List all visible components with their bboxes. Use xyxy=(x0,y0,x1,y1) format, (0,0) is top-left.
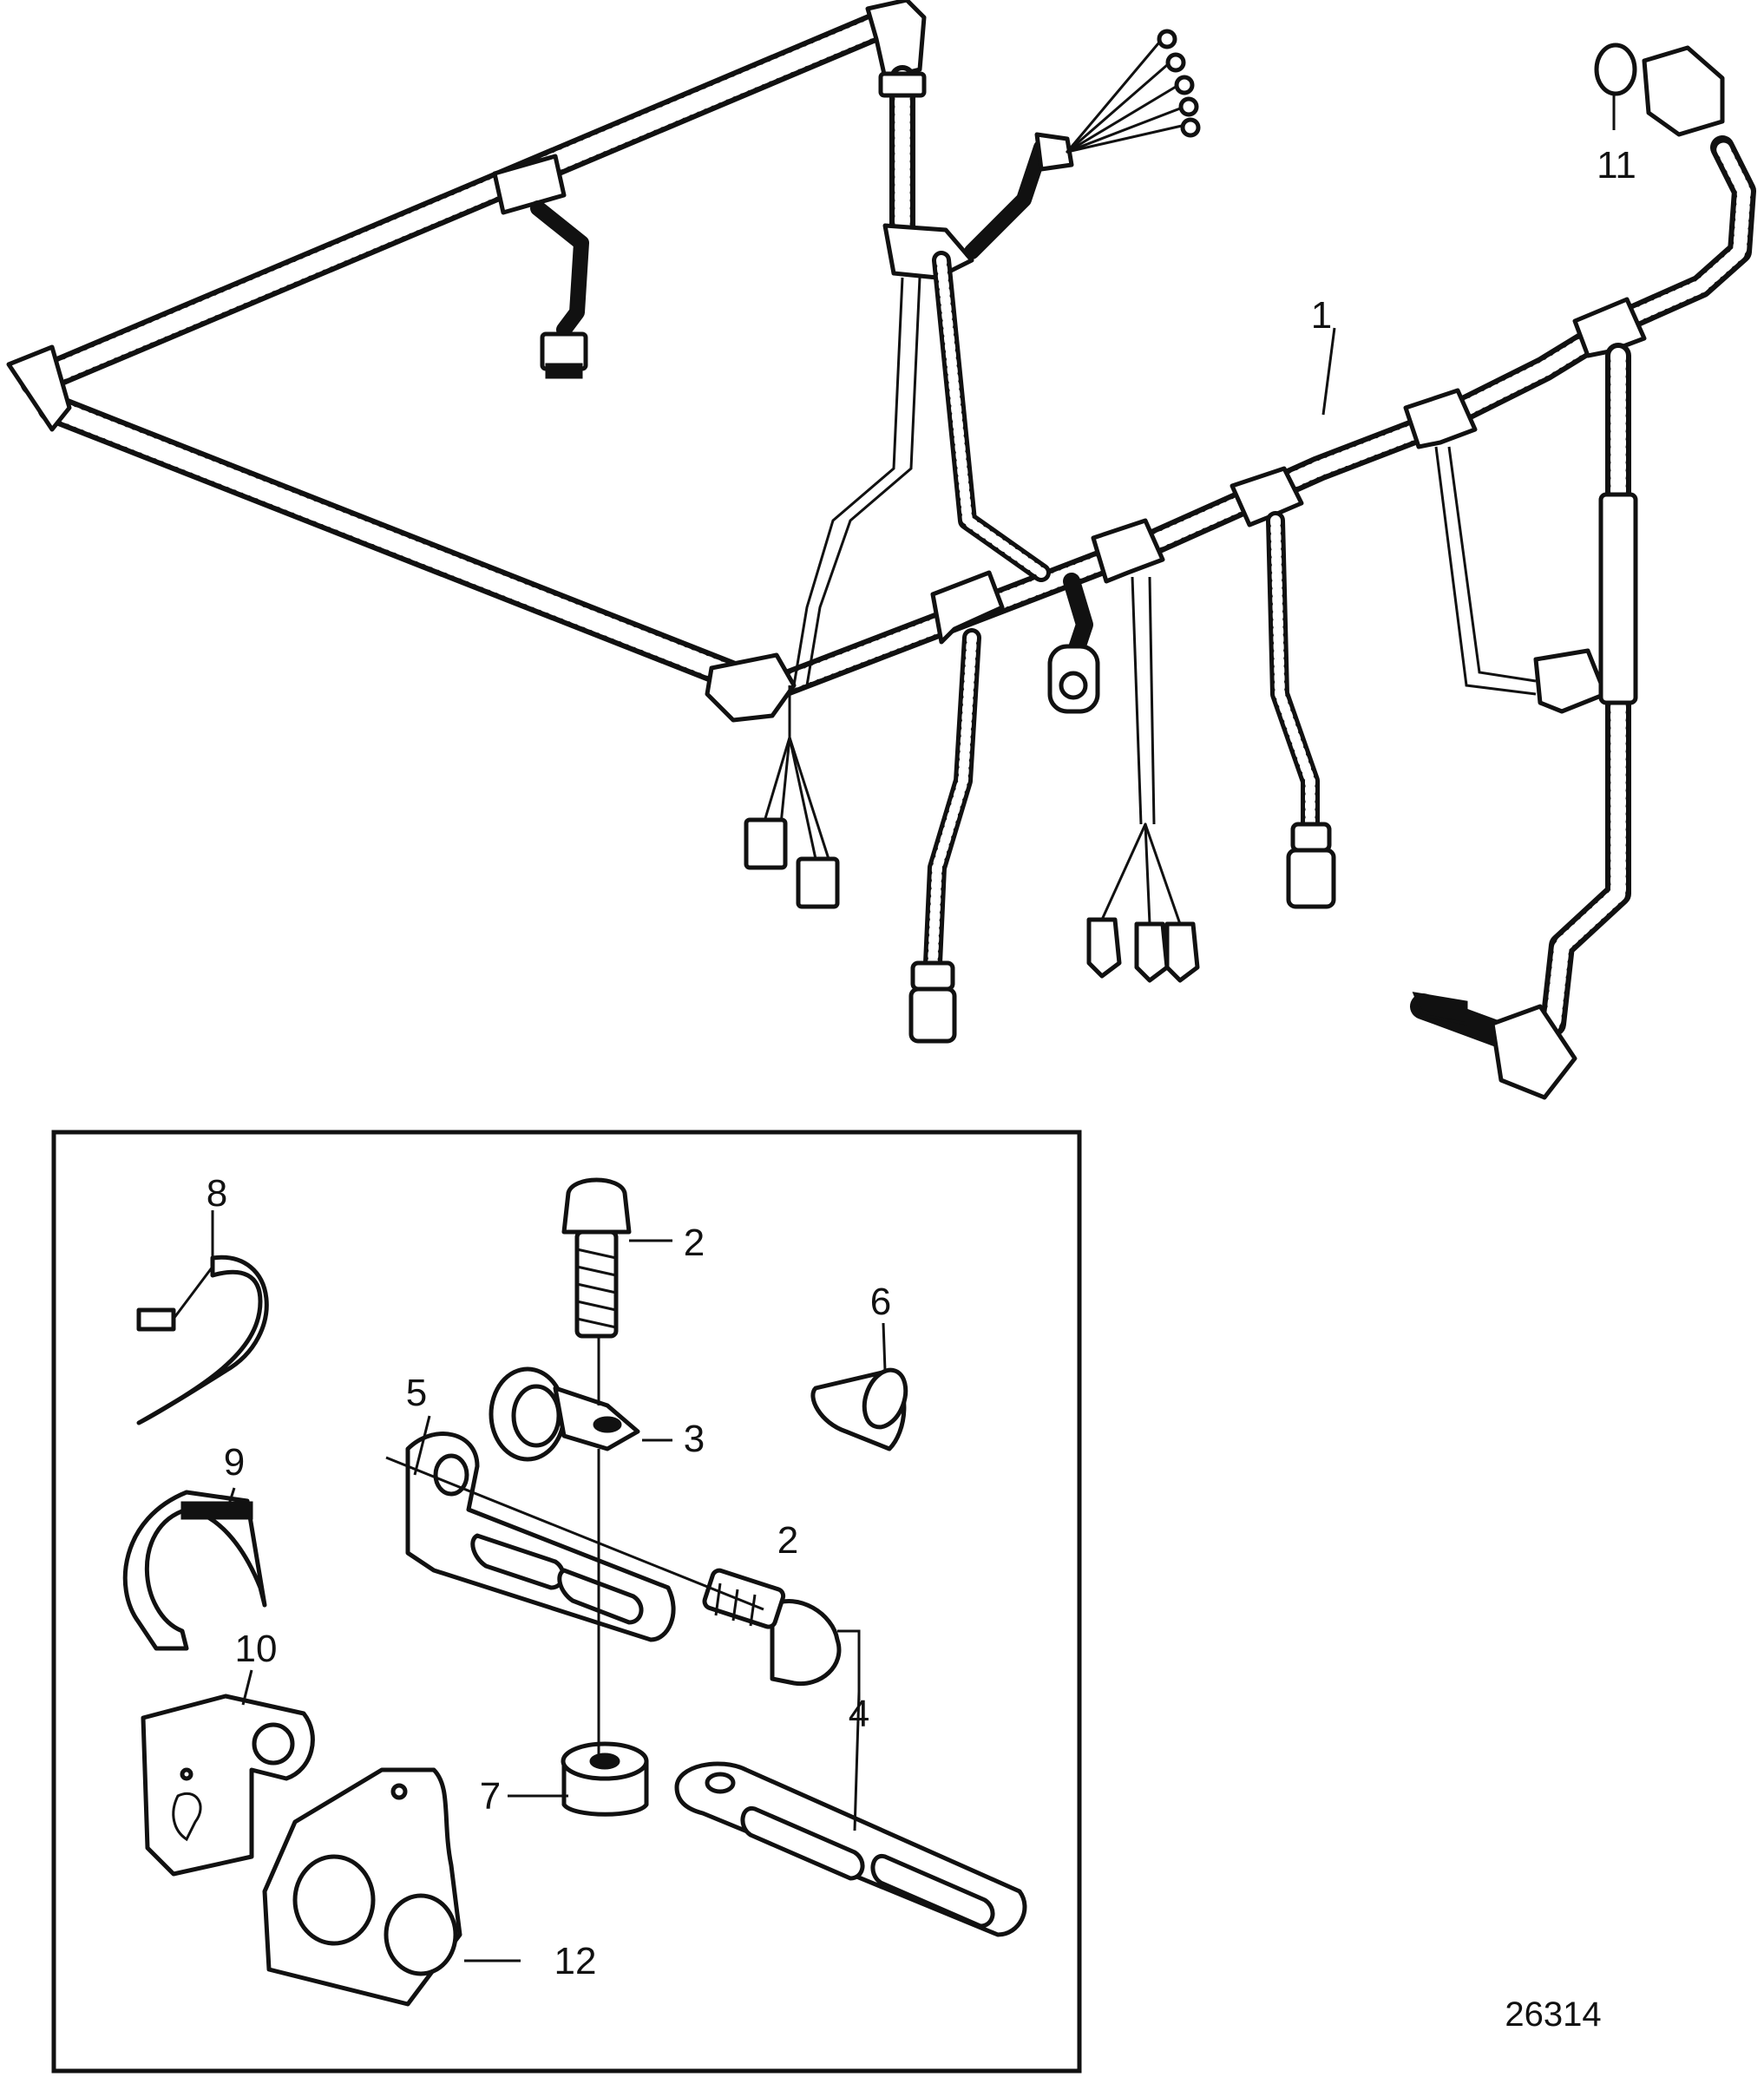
dropper-connector-1 xyxy=(908,628,981,1044)
harness-tee-junctions xyxy=(930,297,1647,645)
item-12-plate-bracket xyxy=(262,1767,462,2007)
wiring-harness xyxy=(6,0,1756,1100)
callout-8: 8 xyxy=(207,1172,227,1215)
callout-2-lower: 2 xyxy=(777,1519,798,1562)
item-2-screw-upper xyxy=(561,1177,632,1339)
harness-main-loop xyxy=(20,4,1756,698)
ring-terminal-bundle xyxy=(964,29,1201,259)
harness-vertical-trunk xyxy=(792,65,1051,686)
callout-leaders xyxy=(211,95,1616,1962)
harness-elbow-left xyxy=(6,344,72,432)
figure-reference-number: 26314 xyxy=(1505,1995,1601,2034)
callout-6: 6 xyxy=(870,1281,891,1323)
callout-1: 1 xyxy=(1311,294,1332,337)
dropper-right-elbow xyxy=(1410,343,1638,1100)
harness-elbow-bottom xyxy=(705,652,797,723)
callout-labels: 1 2 2 3 4 5 6 7 8 9 10 11 12 xyxy=(207,144,1636,1982)
item-2-screw-lower xyxy=(702,1568,842,1687)
callout-10: 10 xyxy=(235,1628,278,1670)
harness-elbow-top xyxy=(865,0,927,81)
item-6-spacer xyxy=(810,1367,908,1451)
twin-small-connectors xyxy=(744,685,840,909)
callout-2-upper: 2 xyxy=(684,1222,705,1264)
callout-11: 11 xyxy=(1597,144,1636,187)
branch-left-connector xyxy=(492,154,589,379)
dropper-loop-connector xyxy=(1434,446,1608,714)
callout-5: 5 xyxy=(406,1372,427,1414)
item-4-flat-plate xyxy=(674,1761,1027,1937)
callout-3: 3 xyxy=(684,1418,705,1460)
dropper-connector-3 xyxy=(1266,511,1336,909)
item-11-cap xyxy=(1594,43,1725,137)
callout-4: 4 xyxy=(849,1693,869,1735)
dropper-blade-terminals xyxy=(1086,576,1200,983)
item-8-cable-tie xyxy=(136,1255,269,1425)
item-5-l-bracket xyxy=(405,1432,676,1642)
callout-12: 12 xyxy=(554,1940,597,1982)
inset-frame xyxy=(51,1130,1082,2074)
dropper-connector-2 xyxy=(1047,573,1100,714)
callout-9: 9 xyxy=(224,1441,245,1484)
item-3-clamp xyxy=(489,1366,640,1462)
assembly-axis-lines xyxy=(385,1336,764,1761)
item-9-clip xyxy=(122,1490,267,1651)
callout-7: 7 xyxy=(480,1775,501,1818)
item-10-angle-bracket xyxy=(141,1694,315,1877)
item-7-nut xyxy=(561,1741,649,1817)
